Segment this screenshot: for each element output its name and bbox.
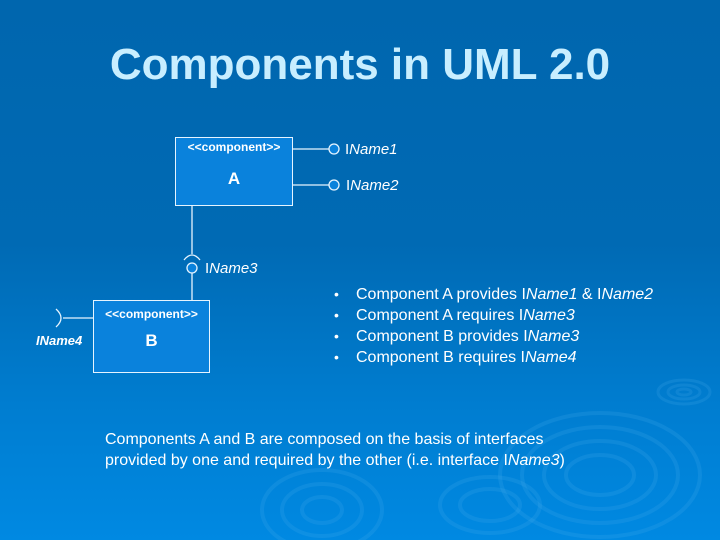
note-line-2: provided by one and required by the othe… [105,452,565,469]
component-a-stereotype: <<component>> [187,140,281,154]
list-item: •Component A requires IName3 [334,307,575,324]
required-interface-socket-icon [183,254,201,261]
required-interface-iname4-socket-icon [55,308,62,328]
list-item: •Component B provides IName3 [334,328,580,345]
component-a-box: <<component>> A [175,137,293,206]
bullet-icon: • [334,286,339,302]
interface-summary-list: •Component A provides IName1 & IName2 •C… [334,284,653,368]
list-item: •Component B requires IName4 [334,349,577,366]
provided-interface-iname3-icon [186,262,198,274]
component-b-name: B [145,331,158,350]
note-line-1: Components A and B are composed on the b… [105,431,544,448]
provided-interface-iname2-icon [328,179,340,191]
label-iname2: IName2 [346,177,399,194]
component-b-stereotype: <<component>> [105,307,198,321]
label-iname1: IName1 [345,141,398,158]
label-iname3: IName3 [205,260,258,277]
component-b-box: <<component>> B [93,300,210,373]
bullet-icon: • [334,328,339,344]
composition-note: Components A and B are composed on the b… [105,429,565,471]
label-iname4: IName4 [36,333,83,348]
provided-interface-iname1-icon [328,143,340,155]
bullet-icon: • [334,349,339,365]
bullet-icon: • [334,307,339,323]
component-a-name: A [227,169,241,188]
slide-title: Components in UML 2.0 [109,40,611,89]
list-item: •Component A provides IName1 & IName2 [334,286,654,303]
